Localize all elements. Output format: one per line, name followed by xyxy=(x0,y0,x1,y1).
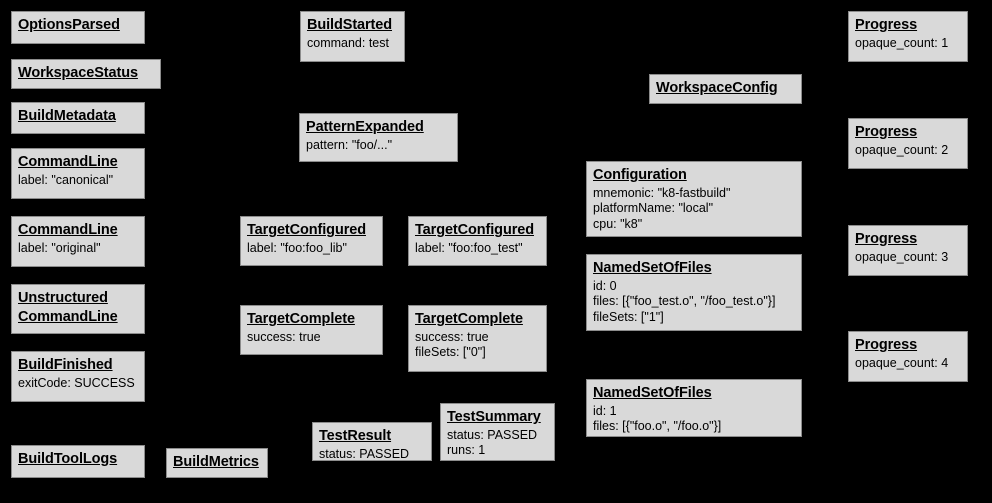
node-fields: opaque_count: 3 xyxy=(855,249,949,264)
node-title: BuildToolLogs xyxy=(18,451,118,467)
node-progress-3[interactable]: Progress opaque_count: 3 xyxy=(848,225,968,276)
node-title: Progress xyxy=(855,337,918,353)
node-title: TargetConfigured xyxy=(247,222,366,238)
node-unstructured-command-line[interactable]: Unstructured CommandLine xyxy=(11,284,145,334)
node-title: PatternExpanded xyxy=(306,119,424,135)
node-build-metadata[interactable]: BuildMetadata xyxy=(11,102,145,134)
node-pattern-expanded[interactable]: PatternExpanded pattern: "foo/..." xyxy=(299,113,458,162)
node-named-set-of-files-1[interactable]: NamedSetOfFiles id: 1 files: [{"foo.o", "… xyxy=(586,379,802,437)
node-fields: label: "foo:foo_lib" xyxy=(247,240,347,255)
node-fields: opaque_count: 2 xyxy=(855,142,949,157)
node-test-result[interactable]: TestResult status: PASSED xyxy=(312,422,432,461)
node-build-tool-logs[interactable]: BuildToolLogs xyxy=(11,445,145,478)
node-title: CommandLine xyxy=(18,154,118,170)
node-title: NamedSetOfFiles xyxy=(593,385,712,401)
node-title: TargetComplete xyxy=(415,311,523,327)
node-title: Progress xyxy=(855,124,918,140)
node-title: NamedSetOfFiles xyxy=(593,260,712,276)
node-fields: id: 1 files: [{"foo.o", "/foo.o"}] xyxy=(593,403,722,434)
node-progress-4[interactable]: Progress opaque_count: 4 xyxy=(848,331,968,382)
node-fields: success: true fileSets: ["0"] xyxy=(415,329,489,360)
node-command-line-original[interactable]: CommandLine label: "original" xyxy=(11,216,145,267)
node-target-configured-foo-test[interactable]: TargetConfigured label: "foo:foo_test" xyxy=(408,216,547,266)
node-target-complete-lib[interactable]: TargetComplete success: true xyxy=(240,305,383,355)
node-named-set-of-files-0[interactable]: NamedSetOfFiles id: 0 files: [{"foo_test.… xyxy=(586,254,802,331)
node-title: Progress xyxy=(855,17,918,33)
node-title: BuildMetadata xyxy=(18,108,116,124)
node-fields: success: true xyxy=(247,329,321,344)
node-title: TargetConfigured xyxy=(415,222,534,238)
node-title: Configuration xyxy=(593,167,687,183)
node-title: WorkspaceStatus xyxy=(18,65,138,81)
node-title: OptionsParsed xyxy=(18,17,120,33)
node-fields: pattern: "foo/..." xyxy=(306,137,393,152)
node-title: TargetComplete xyxy=(247,311,355,327)
node-title: Progress xyxy=(855,231,918,247)
node-fields: label: "original" xyxy=(18,240,101,255)
node-build-started[interactable]: BuildStarted command: test xyxy=(300,11,405,62)
node-options-parsed[interactable]: OptionsParsed xyxy=(11,11,145,44)
node-progress-1[interactable]: Progress opaque_count: 1 xyxy=(848,11,968,62)
node-fields: status: PASSED xyxy=(319,446,410,461)
node-title: CommandLine xyxy=(18,222,118,238)
node-target-configured-foo-lib[interactable]: TargetConfigured label: "foo:foo_lib" xyxy=(240,216,383,266)
node-title: Unstructured CommandLine xyxy=(18,290,118,325)
node-workspace-config[interactable]: WorkspaceConfig xyxy=(649,74,802,104)
node-target-complete-test[interactable]: TargetComplete success: true fileSets: ["… xyxy=(408,305,547,372)
node-fields: label: "foo:foo_test" xyxy=(415,240,523,255)
node-test-summary[interactable]: TestSummary status: PASSED runs: 1 xyxy=(440,403,555,461)
node-fields: command: test xyxy=(307,35,389,50)
node-title: WorkspaceConfig xyxy=(656,80,778,96)
node-fields: id: 0 files: [{"foo_test.o", "/foo_test.… xyxy=(593,278,776,325)
node-fields: label: "canonical" xyxy=(18,172,114,187)
node-fields: status: PASSED runs: 1 xyxy=(447,427,538,458)
node-build-metrics[interactable]: BuildMetrics xyxy=(166,448,268,478)
node-title: BuildMetrics xyxy=(173,454,259,470)
node-title: BuildStarted xyxy=(307,17,393,33)
node-command-line-canonical[interactable]: CommandLine label: "canonical" xyxy=(11,148,145,199)
node-fields: mnemonic: "k8-fastbuild" platformName: "… xyxy=(593,185,731,232)
node-workspace-status[interactable]: WorkspaceStatus xyxy=(11,59,161,89)
node-title: TestResult xyxy=(319,428,392,444)
node-fields: exitCode: SUCCESS xyxy=(18,375,135,390)
node-configuration[interactable]: Configuration mnemonic: "k8-fastbuild" pl… xyxy=(586,161,802,237)
node-build-finished[interactable]: BuildFinished exitCode: SUCCESS xyxy=(11,351,145,402)
node-fields: opaque_count: 4 xyxy=(855,355,949,370)
node-fields: opaque_count: 1 xyxy=(855,35,949,50)
node-title: BuildFinished xyxy=(18,357,113,373)
node-progress-2[interactable]: Progress opaque_count: 2 xyxy=(848,118,968,169)
node-title: TestSummary xyxy=(447,409,541,425)
